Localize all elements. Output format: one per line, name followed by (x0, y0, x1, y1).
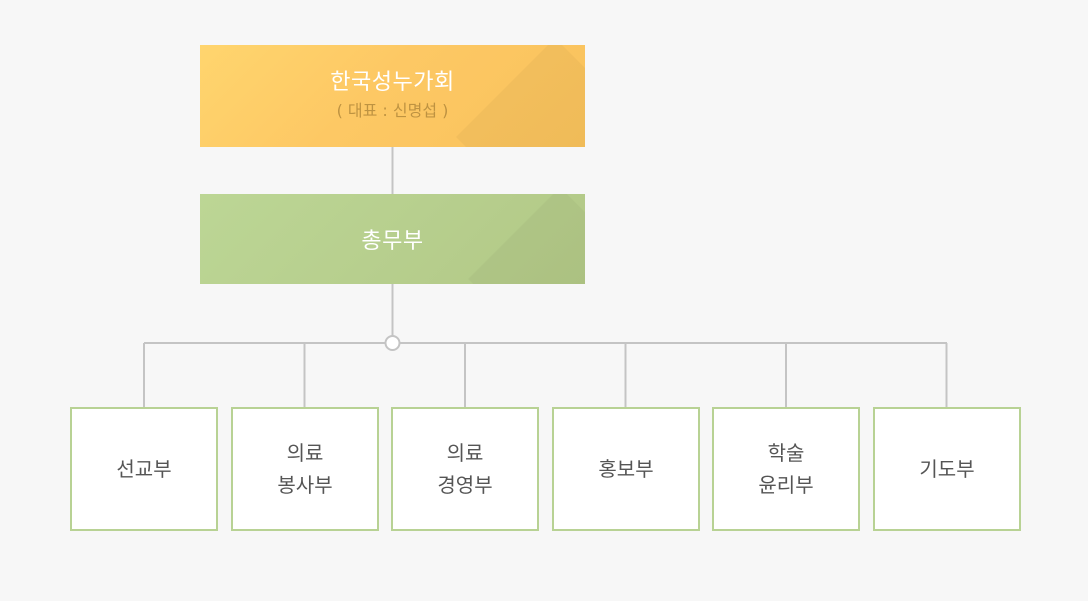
department-box-public-relations: 홍보부 (552, 407, 700, 531)
department-label: 기도부 (919, 457, 975, 481)
general-affairs-box: 총무부 (200, 194, 585, 284)
junction-node (384, 335, 401, 351)
department-box-medical-service: 의료 봉사부 (231, 407, 379, 531)
department-box-medical-management: 의료 경영부 (391, 407, 539, 531)
department-label: 선교부 (116, 457, 172, 481)
department-box-academic-ethics: 학술 윤리부 (712, 407, 860, 531)
organization-box: 한국성누가회 ( 대표 : 신명섭 ) (200, 45, 585, 147)
department-box-prayer: 기도부 (873, 407, 1021, 531)
department-box-mission: 선교부 (70, 407, 218, 531)
department-label: 의료 경영부 (437, 441, 493, 497)
organization-representative: ( 대표 : 신명섭 ) (336, 101, 449, 120)
department-label: 홍보부 (598, 457, 654, 481)
department-label: 학술 윤리부 (758, 441, 814, 497)
department-label: 의료 봉사부 (277, 441, 333, 497)
organization-name: 한국성누가회 (330, 70, 455, 95)
general-affairs-name: 총무부 (361, 229, 424, 254)
